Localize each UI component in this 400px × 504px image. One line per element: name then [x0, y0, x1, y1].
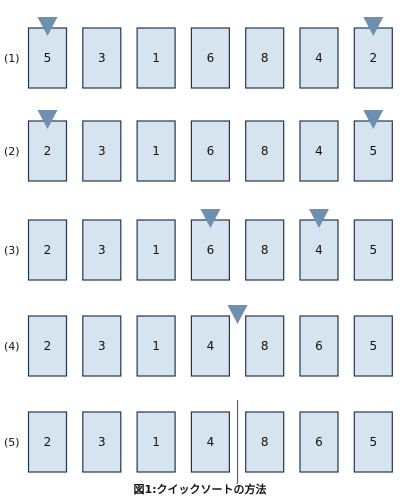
card	[190, 219, 230, 281]
pointer-icon	[309, 209, 329, 228]
card	[353, 120, 393, 182]
card-value: 3	[98, 339, 106, 353]
card-value: 3	[98, 144, 106, 158]
card	[353, 315, 393, 377]
card	[82, 315, 122, 377]
card-value: 8	[261, 339, 269, 353]
card	[299, 219, 339, 281]
card	[190, 315, 230, 377]
row-label: (1)	[4, 52, 20, 65]
row-label: (4)	[4, 340, 20, 353]
card-value: 5	[44, 51, 52, 65]
card-value: 6	[207, 51, 215, 65]
card-value: 1	[152, 339, 160, 353]
card	[299, 315, 339, 377]
card-value: 5	[369, 243, 377, 257]
card-value: 3	[98, 435, 106, 449]
card-value: 1	[152, 144, 160, 158]
row-label: (3)	[4, 244, 20, 257]
pointer-icon	[363, 110, 384, 129]
card-value: 4	[315, 144, 323, 158]
card	[27, 120, 68, 182]
card-value: 4	[207, 435, 215, 449]
card	[299, 27, 339, 89]
pointer-icon	[363, 17, 384, 36]
card	[245, 27, 285, 89]
card-value: 4	[315, 51, 323, 65]
card-value: 3	[98, 51, 106, 65]
row-label: (5)	[4, 436, 20, 449]
pointer-icon	[227, 305, 248, 324]
card-value: 2	[44, 243, 52, 257]
card	[245, 411, 285, 473]
card-value: 4	[315, 243, 323, 257]
card	[136, 219, 176, 281]
pointer-icon	[200, 209, 221, 228]
card	[82, 120, 122, 182]
card	[82, 411, 122, 473]
card	[136, 411, 176, 473]
card-value: 1	[152, 435, 160, 449]
card-value: 5	[369, 435, 377, 449]
card	[299, 411, 339, 473]
card	[190, 120, 230, 182]
card	[245, 219, 285, 281]
card	[353, 219, 393, 281]
card	[136, 27, 176, 89]
card-value: 8	[261, 144, 269, 158]
card-value: 2	[44, 435, 52, 449]
card-value: 3	[98, 243, 106, 257]
card-value: 6	[207, 243, 215, 257]
card-value: 5	[369, 144, 377, 158]
card	[245, 315, 285, 377]
pointer-icon	[37, 110, 58, 129]
card-value: 6	[315, 339, 323, 353]
card	[27, 315, 68, 377]
card	[27, 27, 68, 89]
card	[353, 27, 393, 89]
card	[353, 411, 393, 473]
card-value: 8	[261, 243, 269, 257]
card	[82, 219, 122, 281]
card-value: 1	[152, 51, 160, 65]
card	[190, 27, 230, 89]
card-value: 2	[44, 144, 52, 158]
card	[136, 315, 176, 377]
card-value: 8	[261, 51, 269, 65]
card	[136, 120, 176, 182]
card-value: 6	[315, 435, 323, 449]
card-value: 1	[152, 243, 160, 257]
card-value: 2	[44, 339, 52, 353]
card	[27, 219, 68, 281]
pointer-icon	[37, 17, 58, 36]
card	[245, 120, 285, 182]
card	[82, 27, 122, 89]
row-label: (2)	[4, 145, 20, 158]
card	[190, 411, 230, 473]
card	[299, 120, 339, 182]
card-value: 4	[207, 339, 215, 353]
card-value: 8	[261, 435, 269, 449]
figure-caption: 図1:クイックソートの方法	[133, 483, 267, 496]
card-value: 2	[369, 51, 377, 65]
card-value: 6	[207, 144, 215, 158]
card-value: 5	[369, 339, 377, 353]
card	[27, 411, 68, 473]
